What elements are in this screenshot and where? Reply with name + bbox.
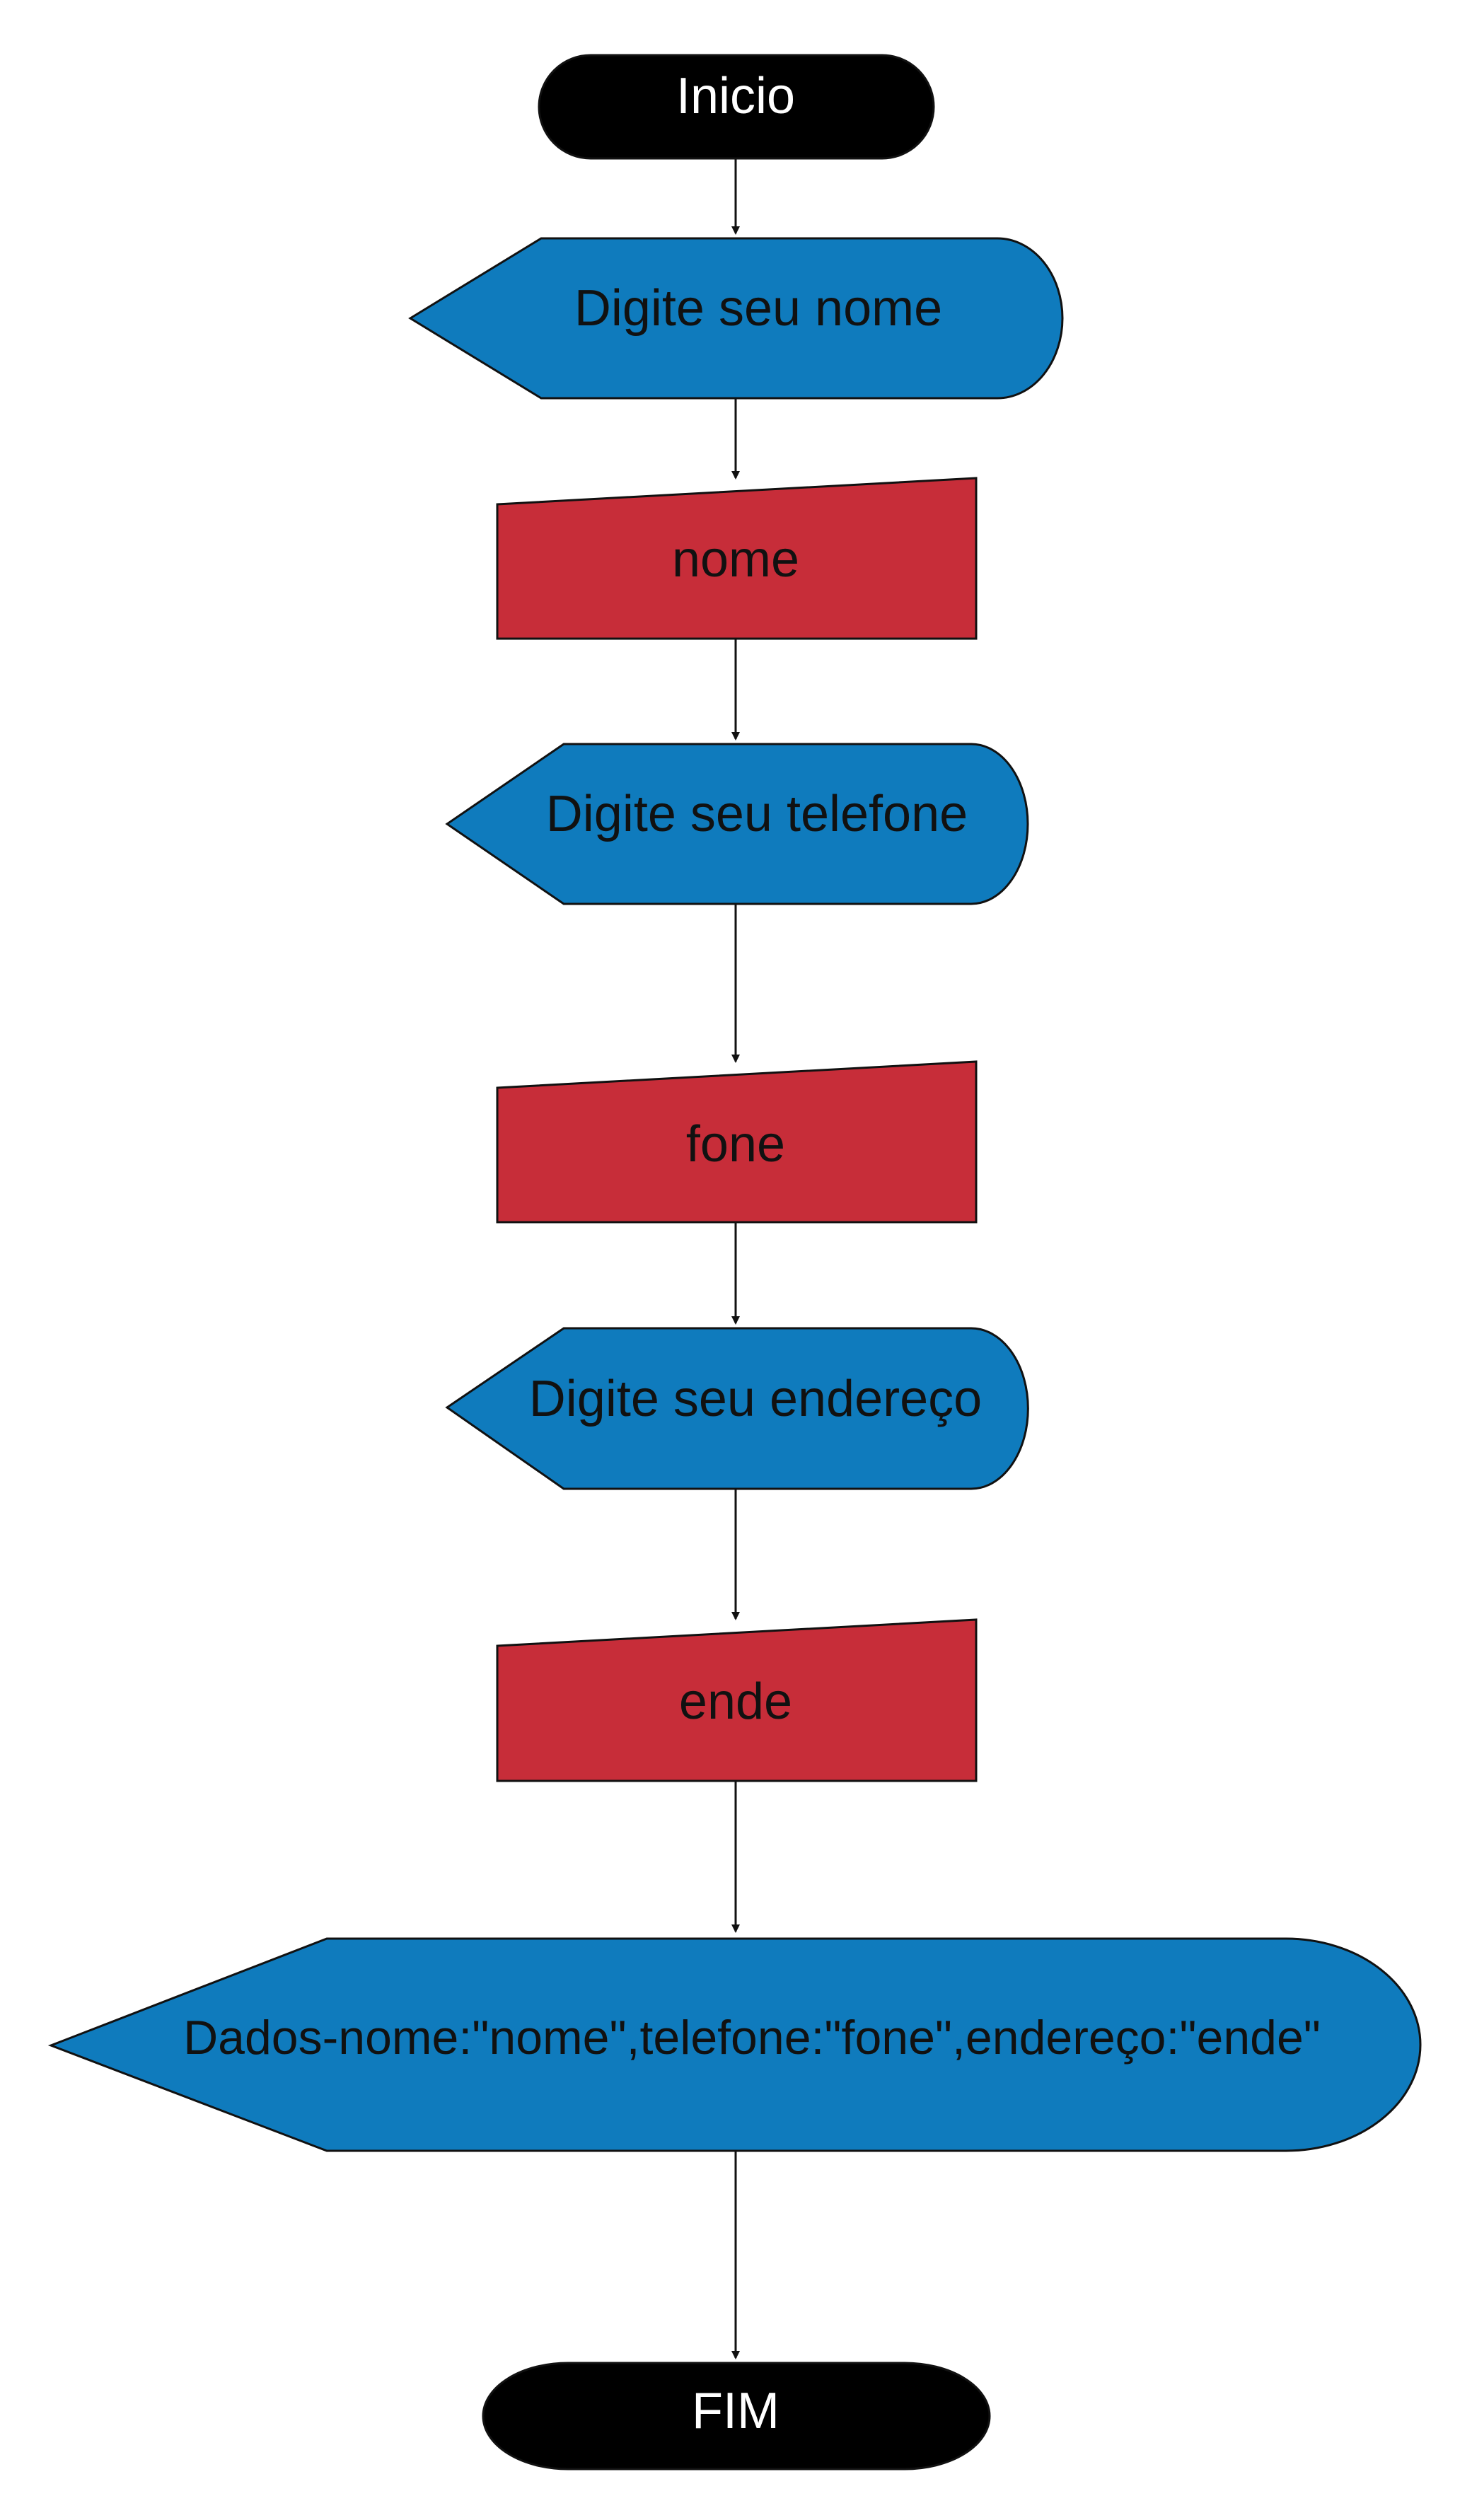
display-phone-shape [445,743,1029,905]
input-address-node: ende [496,1618,978,1782]
input-phone-label: fone [686,1116,785,1173]
start-terminal-shape [538,54,935,160]
input-address-shape [496,1618,978,1782]
input-name-label: nome [672,531,799,588]
display-phone-node: Digite seu telefone [445,743,1029,905]
input-phone-shape [496,1060,978,1224]
display-phone-label: Digite seu telefone [546,786,968,842]
start-terminal-label: Inicio [676,68,795,124]
start-terminal: Inicio [538,54,935,160]
display-name-node: Digite seu nome [408,237,1064,400]
display-name-shape [408,237,1064,400]
display-address-label: Digite seu endereço [529,1371,982,1427]
end-terminal-label: FIM [692,2383,780,2439]
display-output-label: Dados-nome:"nome",telefone:"fone",endere… [183,2011,1321,2065]
input-phone-node: fone [496,1060,978,1224]
input-name-node: nome [496,477,978,640]
display-address-shape [445,1327,1029,1490]
display-output-shape [47,1937,1422,2152]
display-output-node: Dados-nome:"nome",telefone:"fone",endere… [47,1937,1422,2152]
input-name-shape [496,477,978,640]
input-address-label: ende [679,1673,792,1730]
end-terminal-shape [482,2362,991,2470]
display-address-node: Digite seu endereço [445,1327,1029,1490]
end-terminal: FIM [482,2362,991,2470]
display-name-label: Digite seu nome [574,280,942,337]
